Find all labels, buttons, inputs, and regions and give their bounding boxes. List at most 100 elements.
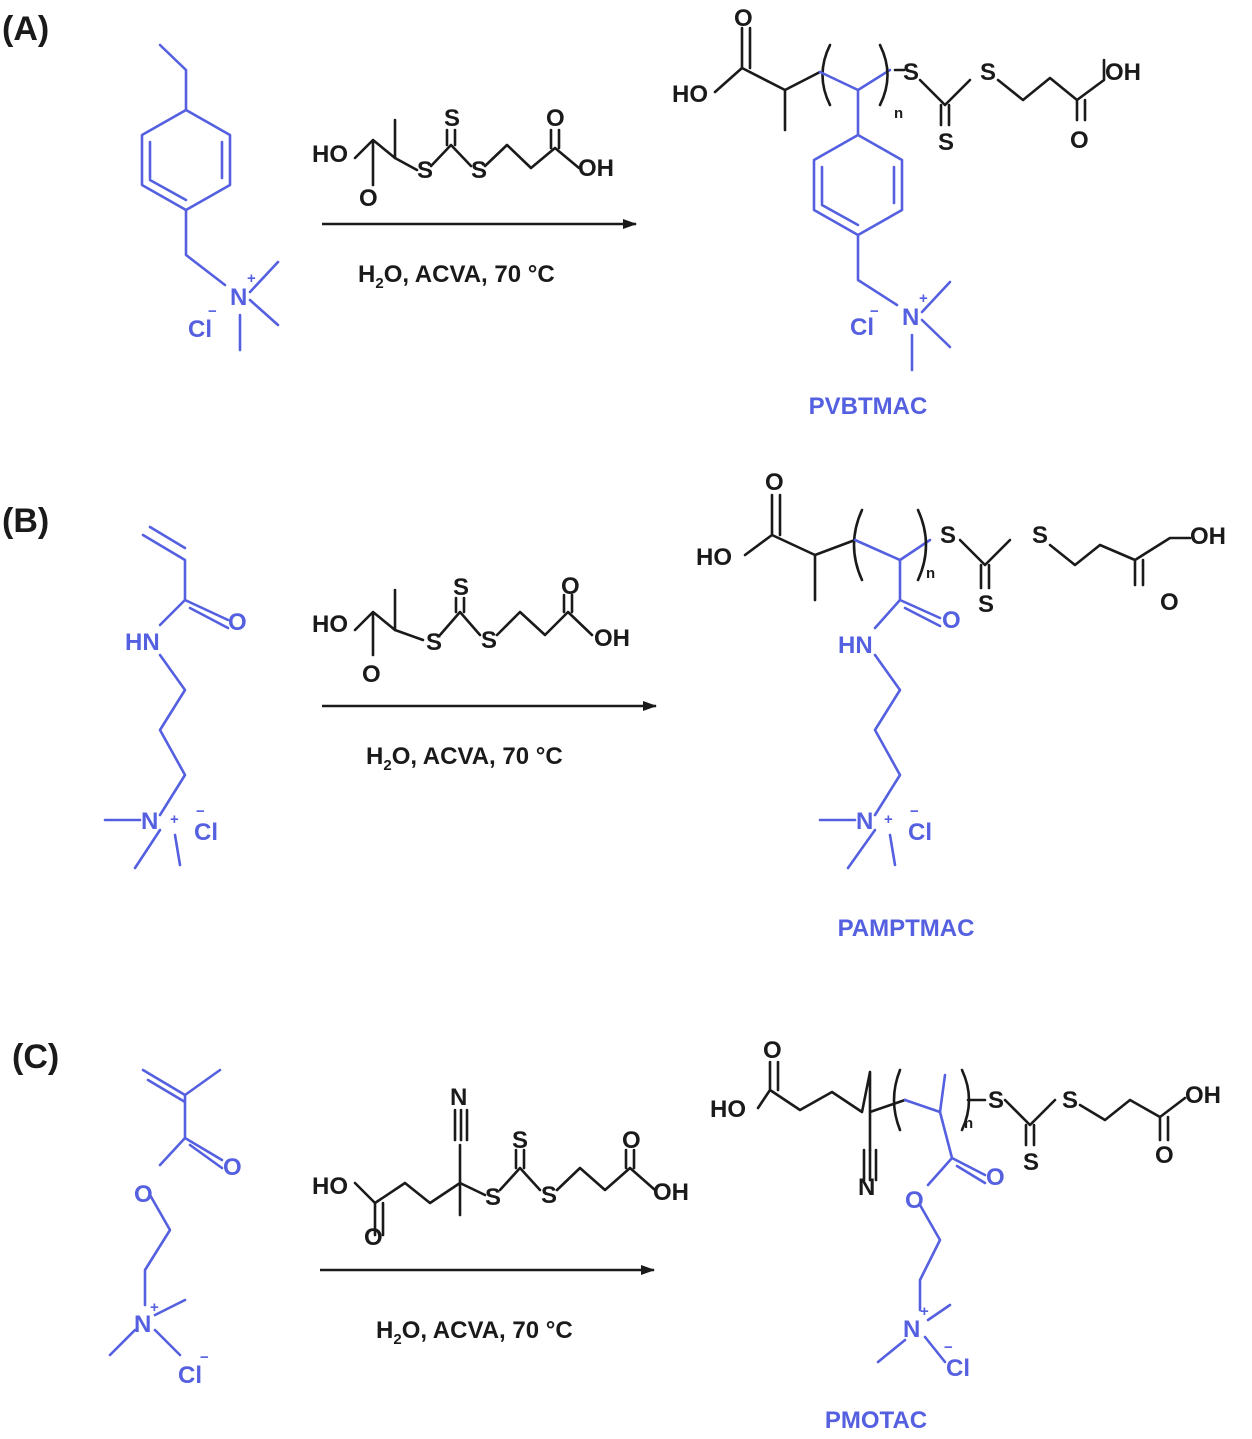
atom-o: O xyxy=(1070,127,1089,154)
atom-charge-minus: − xyxy=(910,803,919,820)
atom-cl: Cl xyxy=(946,1355,970,1382)
atom-o: O xyxy=(763,1037,782,1064)
raft-agent-b: HO O S S S O OH xyxy=(312,573,630,688)
reaction-conditions: H2O, ACVA, 70 °C xyxy=(358,261,555,292)
atom-cl: Cl xyxy=(908,819,932,846)
monomer-c-structure: O O N + Cl − xyxy=(108,1068,242,1389)
atom-charge-plus: + xyxy=(919,290,928,307)
atom-o: O xyxy=(622,1127,641,1154)
panel-label-c: (C) xyxy=(12,1038,59,1076)
product-c-structure: HO O N n S S S OH O O O N + − Cl xyxy=(710,1037,1221,1382)
atom-charge-plus: + xyxy=(150,1299,159,1316)
reaction-conditions: H2O, ACVA, 70 °C xyxy=(376,1317,573,1348)
atom-n: N xyxy=(141,808,158,835)
atom-cl: Cl xyxy=(178,1362,202,1389)
atom-ho: HO xyxy=(710,1096,746,1123)
atom-s: S xyxy=(541,1182,557,1209)
atom-s: S xyxy=(426,629,442,656)
atom-o: O xyxy=(362,661,381,688)
product-a-structure: HO O n S S S OH O N + Cl − xyxy=(672,5,1141,372)
atom-charge-plus: + xyxy=(247,270,256,287)
atom-o: O xyxy=(228,609,247,636)
atom-charge-minus: − xyxy=(944,1339,953,1356)
atom-oh: OH xyxy=(578,155,614,182)
atom-o: O xyxy=(986,1164,1005,1191)
product-b-structure: HO O n S S S OH O O HN N + − Cl xyxy=(696,469,1226,870)
atom-o: O xyxy=(359,185,378,212)
atom-o: O xyxy=(734,5,753,32)
atom-n: N xyxy=(134,1311,151,1338)
atom-s: S xyxy=(980,59,996,86)
atom-n: N xyxy=(230,284,247,311)
atom-oh: OH xyxy=(653,1179,689,1206)
atom-s: S xyxy=(417,157,433,184)
atom-oh: OH xyxy=(1190,523,1226,550)
atom-o: O xyxy=(561,573,580,600)
atom-s: S xyxy=(1023,1149,1039,1176)
atom-o: O xyxy=(364,1224,383,1251)
atom-ho: HO xyxy=(696,544,732,571)
atom-n: N xyxy=(450,1084,467,1111)
repeat-unit-n: n xyxy=(964,1115,973,1132)
panel-b: (B) O HN N + − Cl HO O S S S O OH xyxy=(2,469,1226,942)
atom-s: S xyxy=(1062,1087,1078,1114)
atom-cl: Cl xyxy=(194,819,218,846)
atom-oh: OH xyxy=(1185,1082,1221,1109)
panel-label-b: (B) xyxy=(2,502,49,540)
product-name: PMOTAC xyxy=(825,1407,927,1434)
atom-s: S xyxy=(978,591,994,618)
atom-charge-minus: − xyxy=(208,303,217,320)
atom-n: N xyxy=(858,1174,875,1201)
atom-n: N xyxy=(902,304,919,331)
atom-n: N xyxy=(903,1316,920,1343)
atom-oh: OH xyxy=(1105,59,1141,86)
product-name: PVBTMAC xyxy=(809,393,928,420)
atom-s: S xyxy=(940,522,956,549)
atom-o: O xyxy=(942,607,961,634)
panel-c: (C) O O N + Cl − HO O N S S S O xyxy=(12,1037,1221,1434)
atom-ho: HO xyxy=(672,81,708,108)
atom-ho: HO xyxy=(312,1173,348,1200)
atom-o: O xyxy=(223,1154,242,1181)
atom-ho: HO xyxy=(312,141,348,168)
repeat-unit-n: n xyxy=(894,105,903,122)
atom-hn: HN xyxy=(838,632,873,659)
monomer-b-structure: O HN N + − Cl xyxy=(103,525,247,870)
atom-o: O xyxy=(546,105,565,132)
atom-o: O xyxy=(905,1187,924,1214)
atom-charge-minus: − xyxy=(196,803,205,820)
reaction-conditions: H2O, ACVA, 70 °C xyxy=(366,743,563,774)
atom-cl: Cl xyxy=(850,314,874,341)
atom-s: S xyxy=(1032,522,1048,549)
atom-ho: HO xyxy=(312,611,348,638)
atom-s: S xyxy=(444,105,460,132)
atom-charge-plus: + xyxy=(920,1303,929,1320)
atom-charge-plus: + xyxy=(884,811,893,828)
atom-o: O xyxy=(765,469,784,496)
raft-agent-c: HO O N S S S O OH xyxy=(312,1084,689,1251)
raft-agent-a: HO O S S S O OH xyxy=(312,105,614,212)
atom-s: S xyxy=(485,1184,501,1211)
atom-n: N xyxy=(856,808,873,835)
atom-o: O xyxy=(1155,1142,1174,1169)
atom-s: S xyxy=(453,574,469,601)
panel-a: (A) N + Cl − HO O S S S O OH xyxy=(2,5,1141,420)
atom-charge-plus: + xyxy=(170,811,179,828)
repeat-unit-n: n xyxy=(926,565,935,582)
panel-label-a: (A) xyxy=(2,10,49,48)
atom-cl: Cl xyxy=(188,316,212,343)
atom-s: S xyxy=(903,59,919,86)
product-name: PAMPTMAC xyxy=(838,915,975,942)
atom-charge-minus: − xyxy=(200,1349,209,1366)
atom-s: S xyxy=(471,157,487,184)
atom-s: S xyxy=(988,1087,1004,1114)
atom-o: O xyxy=(134,1181,153,1208)
atom-hn: HN xyxy=(125,629,160,656)
atom-oh: OH xyxy=(594,625,630,652)
monomer-a-structure: N + Cl − xyxy=(140,43,280,352)
atom-charge-minus: − xyxy=(870,303,879,320)
atom-s: S xyxy=(481,627,497,654)
atom-s: S xyxy=(938,129,954,156)
atom-s: S xyxy=(512,1127,528,1154)
